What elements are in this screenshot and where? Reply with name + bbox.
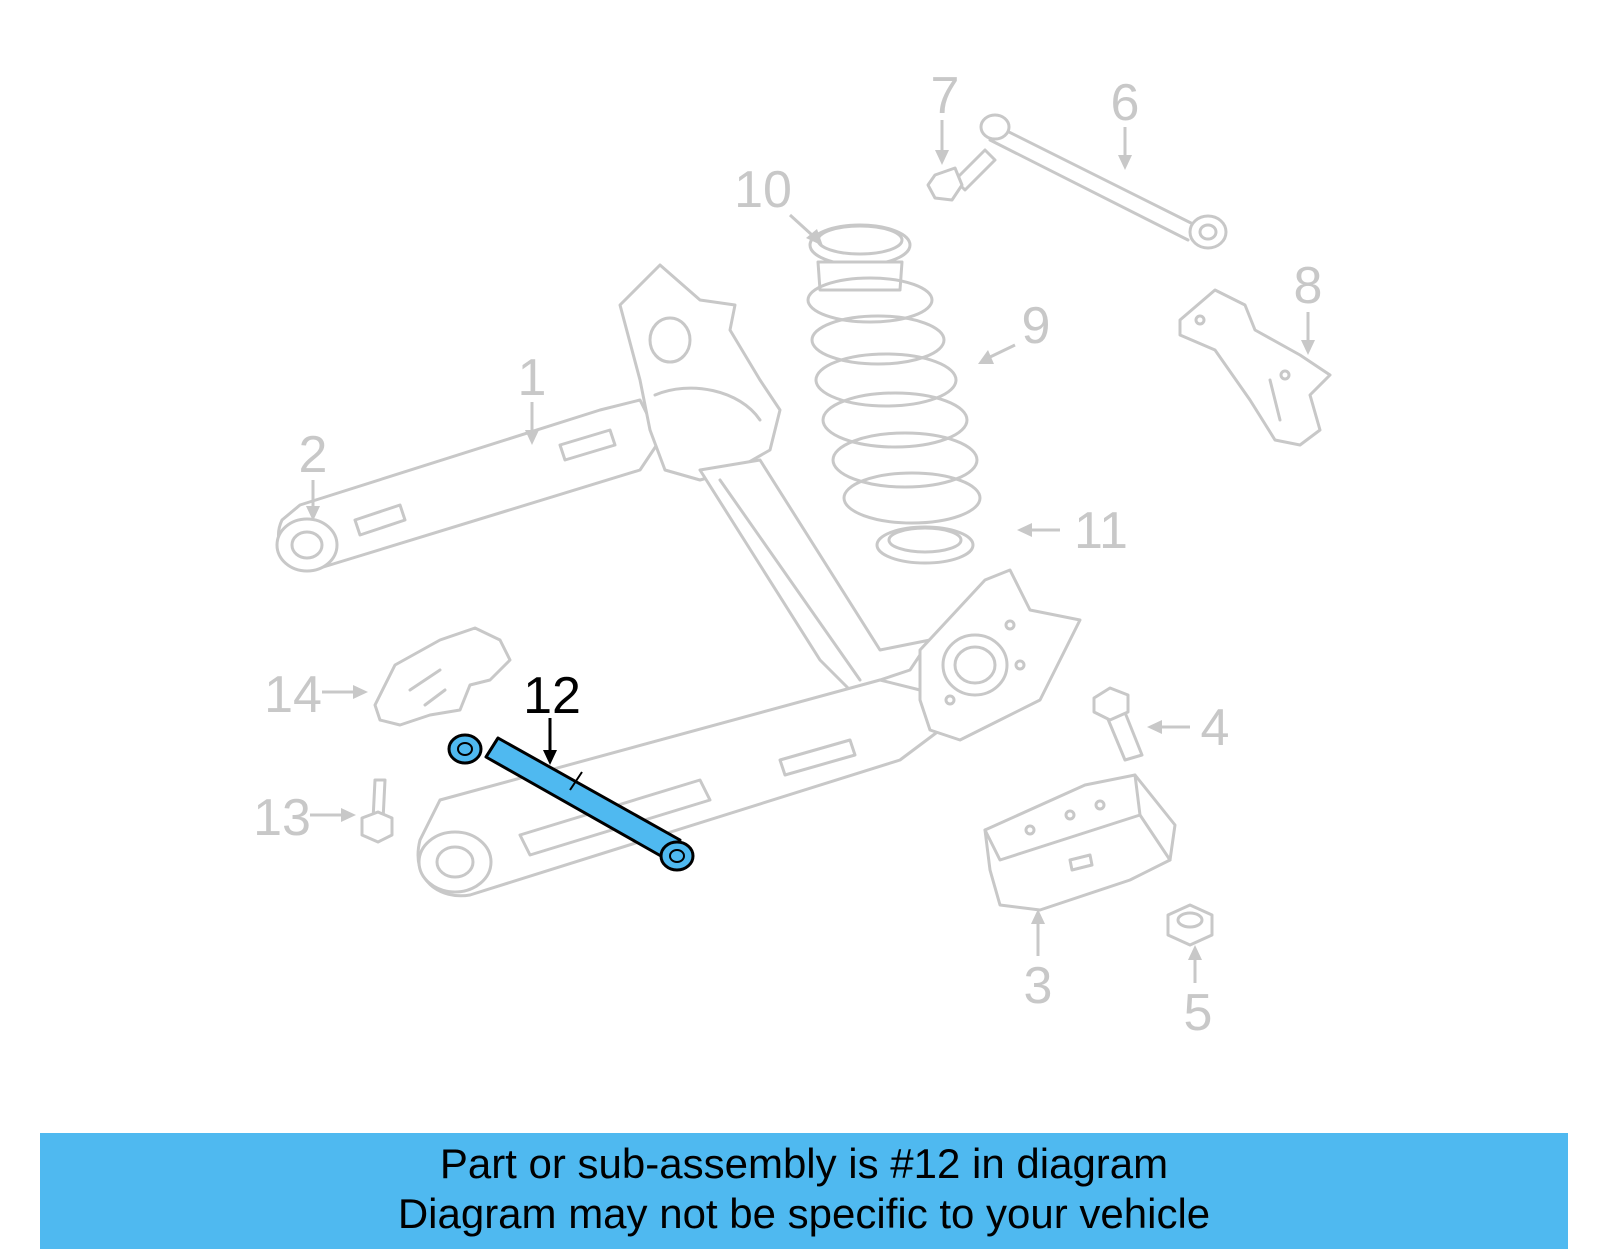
rear-axle-assembly [275, 263, 1082, 898]
callout-2[interactable]: 2 [299, 426, 328, 484]
callout-11[interactable]: 11 [1074, 502, 1128, 560]
callout-arrows [306, 120, 1315, 983]
callout-10[interactable]: 10 [734, 161, 792, 219]
callout-13[interactable]: 13 [253, 789, 311, 847]
shock-absorber-part-12[interactable] [447, 733, 695, 872]
callout-5[interactable]: 5 [1184, 984, 1213, 1042]
callout-8[interactable]: 8 [1294, 257, 1323, 315]
bolt-4 [1092, 686, 1144, 762]
callout-3[interactable]: 3 [1024, 957, 1053, 1015]
banner-line-part: Part or sub-assembly is #12 in diagram [439, 1140, 1169, 1187]
callout-7[interactable]: 7 [931, 67, 960, 125]
coil-spring [806, 223, 982, 565]
bracket-8 [1178, 288, 1332, 447]
callout-12[interactable]: 12 [523, 667, 581, 725]
part-info-banner: Part or sub-assembly is #12 in diagram D… [40, 1133, 1568, 1249]
callout-9[interactable]: 9 [1022, 297, 1051, 355]
callout-4[interactable]: 4 [1201, 699, 1230, 757]
callout-labels: 1 2 3 4 5 6 7 8 9 10 11 12 13 14 [253, 67, 1322, 1042]
callout-14[interactable]: 14 [264, 666, 322, 724]
bolt-7 [926, 148, 997, 202]
bolt-13 [360, 778, 394, 844]
callout-1[interactable]: 1 [518, 349, 547, 407]
callout-6[interactable]: 6 [1111, 74, 1140, 132]
nut-5 [1166, 903, 1214, 947]
banner-line-disclaimer: Diagram may not be specific to your vehi… [397, 1190, 1211, 1237]
mount-3 [983, 773, 1177, 912]
bracket-14 [373, 626, 512, 727]
upper-link [979, 113, 1228, 250]
